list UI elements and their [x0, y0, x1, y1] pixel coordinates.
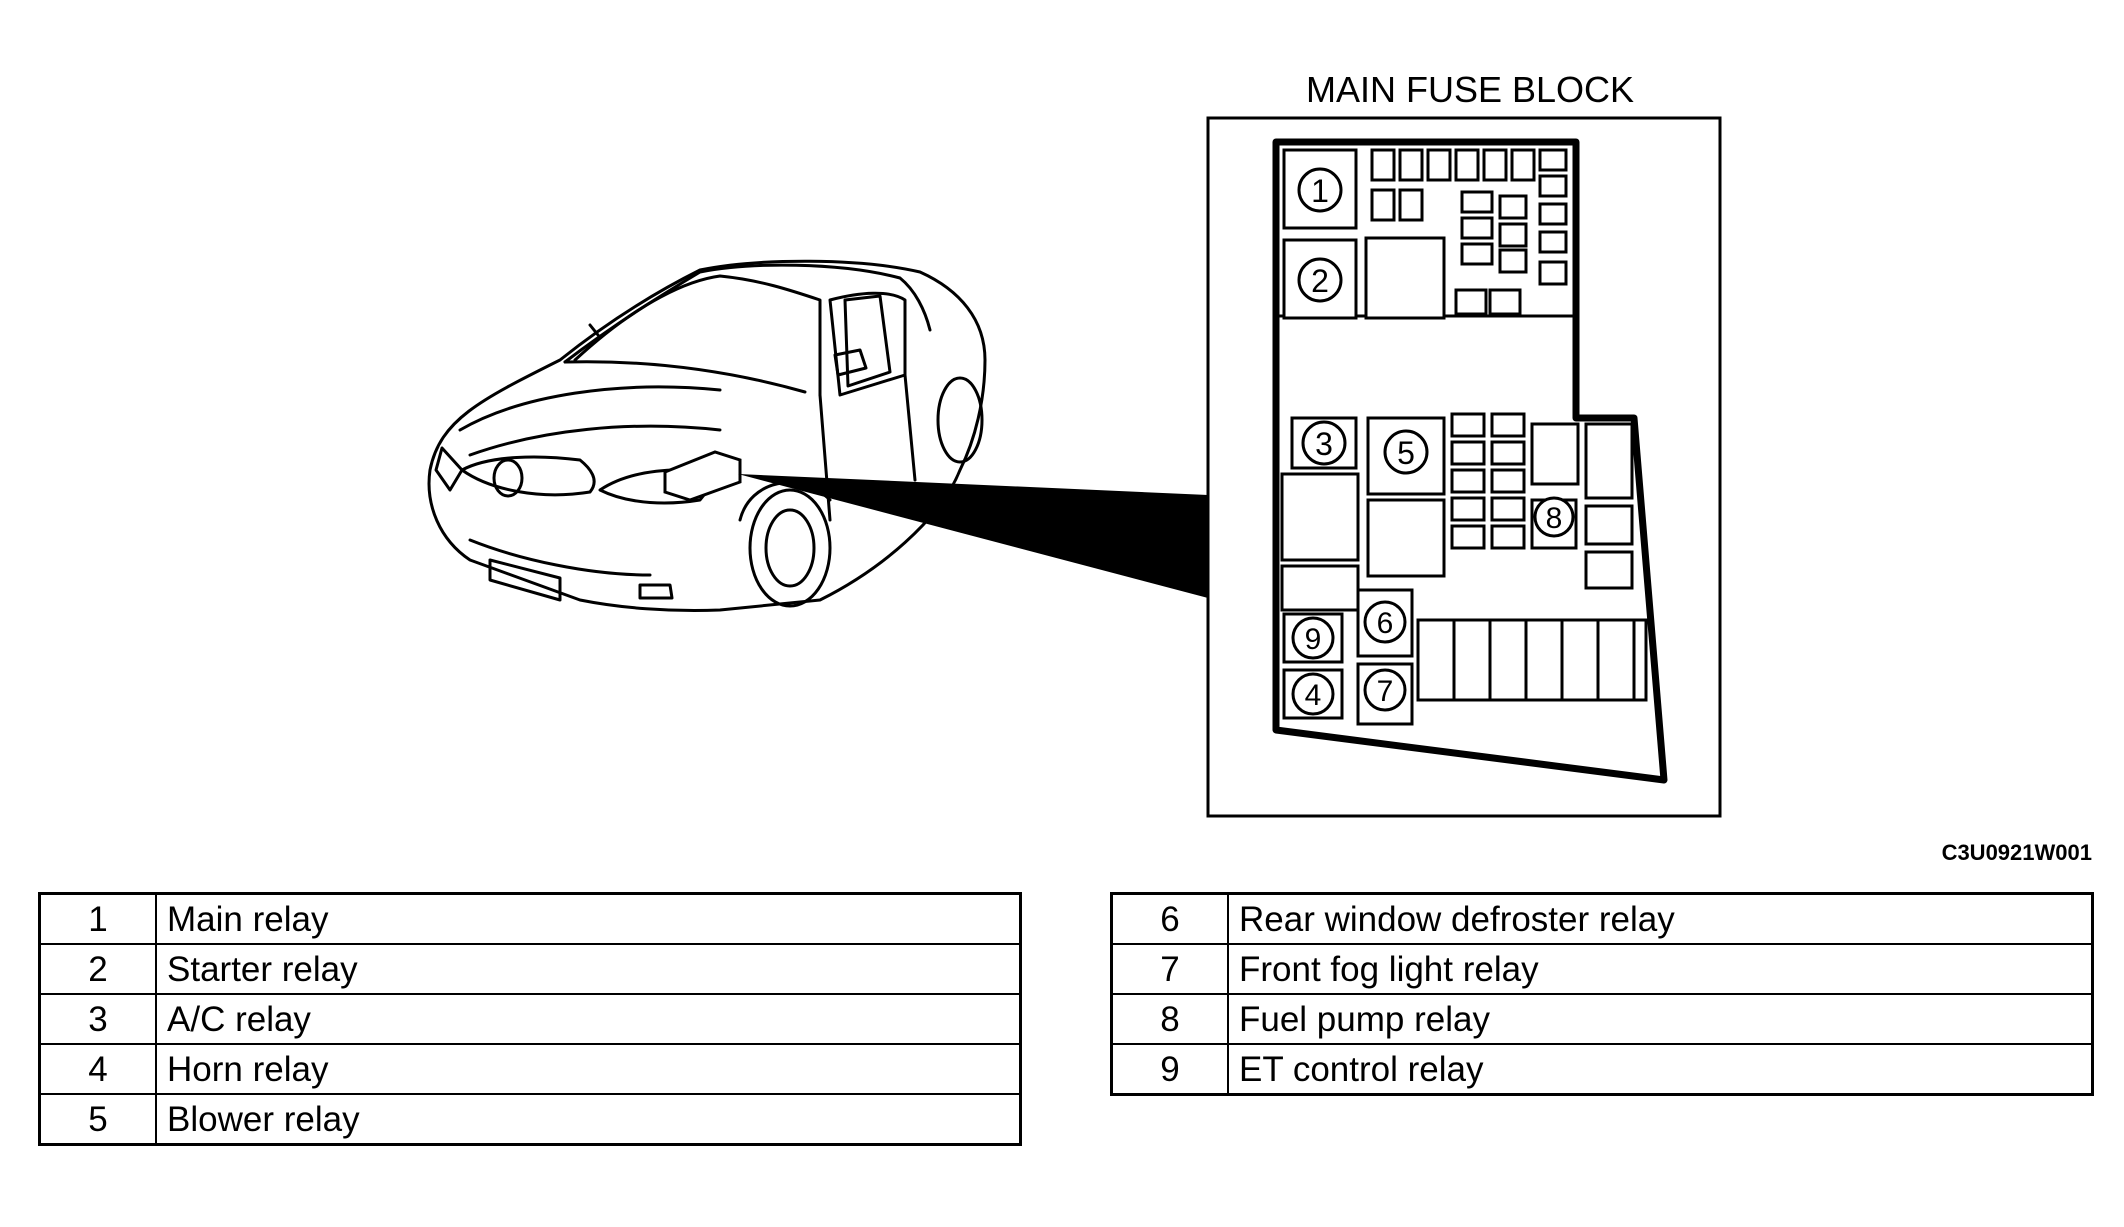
legend-number: 1: [38, 892, 157, 945]
legend-name: ET control relay: [1227, 1043, 2094, 1096]
legend-name: Front fog light relay: [1227, 943, 2094, 995]
legend-number: 3: [38, 993, 157, 1045]
legend-number: 6: [1110, 892, 1229, 945]
legend-name: Blower relay: [155, 1093, 1022, 1146]
legend-name: Main relay: [155, 892, 1022, 945]
callout-8: 8: [1533, 496, 1575, 538]
legend-number: 2: [38, 943, 157, 995]
block-title: MAIN FUSE BLOCK: [1306, 69, 1634, 110]
table-row: 9 ET control relay: [1110, 1043, 2094, 1096]
legend-number: 5: [38, 1093, 157, 1146]
svg-text:5: 5: [1397, 435, 1415, 471]
legend-number: 8: [1110, 993, 1229, 1045]
svg-text:1: 1: [1311, 173, 1329, 209]
legend-name: A/C relay: [155, 993, 1022, 1045]
table-row: 5 Blower relay: [38, 1093, 1022, 1146]
svg-text:7: 7: [1377, 675, 1394, 708]
callout-4: 4: [1291, 672, 1335, 716]
callout-5: 5: [1383, 429, 1429, 475]
callout-1: 1: [1297, 167, 1343, 213]
table-row: 1 Main relay: [38, 892, 1022, 945]
reference-code: C3U0921W001: [1941, 840, 2092, 865]
legend-table-left: 1 Main relay 2 Starter relay 3 A/C relay…: [38, 892, 1022, 1146]
callout-6: 6: [1363, 600, 1407, 644]
legend-name: Horn relay: [155, 1043, 1022, 1095]
svg-text:3: 3: [1315, 426, 1333, 462]
fuse-box-location-marker: [663, 450, 742, 502]
callout-9: 9: [1291, 616, 1335, 660]
legend-name: Starter relay: [155, 943, 1022, 995]
legend-number: 7: [1110, 943, 1229, 995]
callout-2: 2: [1297, 257, 1343, 303]
table-row: 3 A/C relay: [38, 993, 1022, 1045]
svg-text:6: 6: [1377, 607, 1394, 640]
fuse-block-outline: [1272, 138, 1668, 784]
callout-3: 3: [1301, 420, 1347, 466]
table-row: 4 Horn relay: [38, 1043, 1022, 1095]
legend-number: 9: [1110, 1043, 1229, 1096]
svg-text:8: 8: [1546, 502, 1563, 535]
svg-text:9: 9: [1305, 623, 1322, 656]
table-row: 2 Starter relay: [38, 943, 1022, 995]
callout-7: 7: [1363, 668, 1407, 712]
table-row: 6 Rear window defroster relay: [1110, 892, 2094, 945]
car-illustration: [427, 259, 987, 613]
pointer-wedge: [738, 474, 1208, 598]
table-row: 7 Front fog light relay: [1110, 943, 2094, 995]
legend-name: Fuel pump relay: [1227, 993, 2094, 1045]
legend-table-right: 6 Rear window defroster relay 7 Front fo…: [1110, 892, 2094, 1096]
legend-name: Rear window defroster relay: [1227, 892, 2094, 945]
svg-text:4: 4: [1305, 679, 1322, 712]
legend-number: 4: [38, 1043, 157, 1095]
svg-text:2: 2: [1311, 263, 1329, 299]
table-row: 8 Fuel pump relay: [1110, 993, 2094, 1045]
